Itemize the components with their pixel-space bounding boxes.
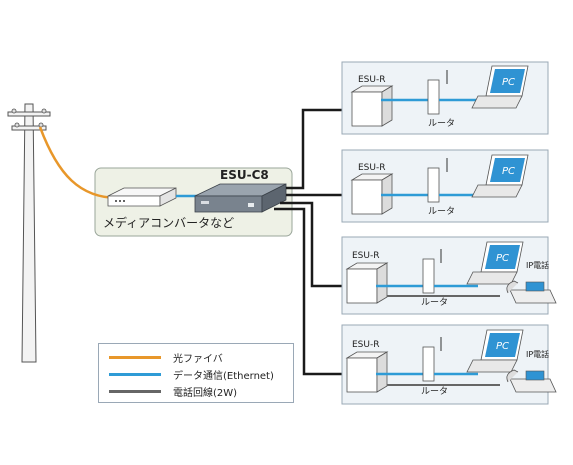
site-4-router-label: ルータ bbox=[421, 386, 448, 397]
site-2-pc-label: PC bbox=[502, 166, 515, 177]
utility-pole bbox=[7, 103, 51, 363]
legend-item-fiber: 光ファイバ bbox=[109, 350, 223, 365]
legend-swatch-ethernet bbox=[109, 372, 161, 376]
esu-c8-label: ESU-C8 bbox=[220, 168, 269, 182]
esu-c8-device bbox=[194, 183, 287, 213]
site-3-router-label: ルータ bbox=[421, 297, 448, 308]
legend-label-ethernet: データ通信(Ethernet) bbox=[173, 370, 274, 382]
site-4-pc-label: PC bbox=[496, 341, 509, 352]
media-converter bbox=[107, 187, 177, 207]
legend-item-ethernet: データ通信(Ethernet) bbox=[109, 367, 274, 382]
site-1-router-label: ルータ bbox=[428, 118, 455, 129]
site-3-pc-label: PC bbox=[496, 253, 509, 264]
fiber-line bbox=[38, 126, 119, 200]
legend-swatch-phone-line bbox=[109, 389, 161, 393]
site-2-router-label: ルータ bbox=[428, 206, 455, 217]
site-1-device-label: ESU-R bbox=[358, 75, 386, 85]
site-1 bbox=[350, 65, 529, 127]
site-2-device-label: ESU-R bbox=[358, 163, 386, 173]
site-3-device-label: ESU-R bbox=[352, 251, 380, 261]
legend: 光ファイバ データ通信(Ethernet) 電話回線(2W) bbox=[98, 343, 294, 403]
legend-label-phone-line: 電話回線(2W) bbox=[173, 387, 238, 399]
site-2 bbox=[350, 154, 529, 215]
site-4-device-label: ESU-R bbox=[352, 340, 380, 350]
site-3-phone-label: IP電話 bbox=[526, 260, 549, 270]
media-converter-label: メディアコンバータなど bbox=[103, 215, 234, 230]
legend-item-phone-line: 電話回線(2W) bbox=[109, 384, 238, 399]
legend-swatch-fiber bbox=[109, 355, 161, 359]
site-4-phone-label: IP電話 bbox=[526, 349, 549, 359]
legend-label-fiber: 光ファイバ bbox=[173, 353, 223, 365]
site-4 bbox=[345, 329, 557, 393]
site-3 bbox=[345, 241, 557, 304]
site-1-pc-label: PC bbox=[502, 77, 515, 88]
